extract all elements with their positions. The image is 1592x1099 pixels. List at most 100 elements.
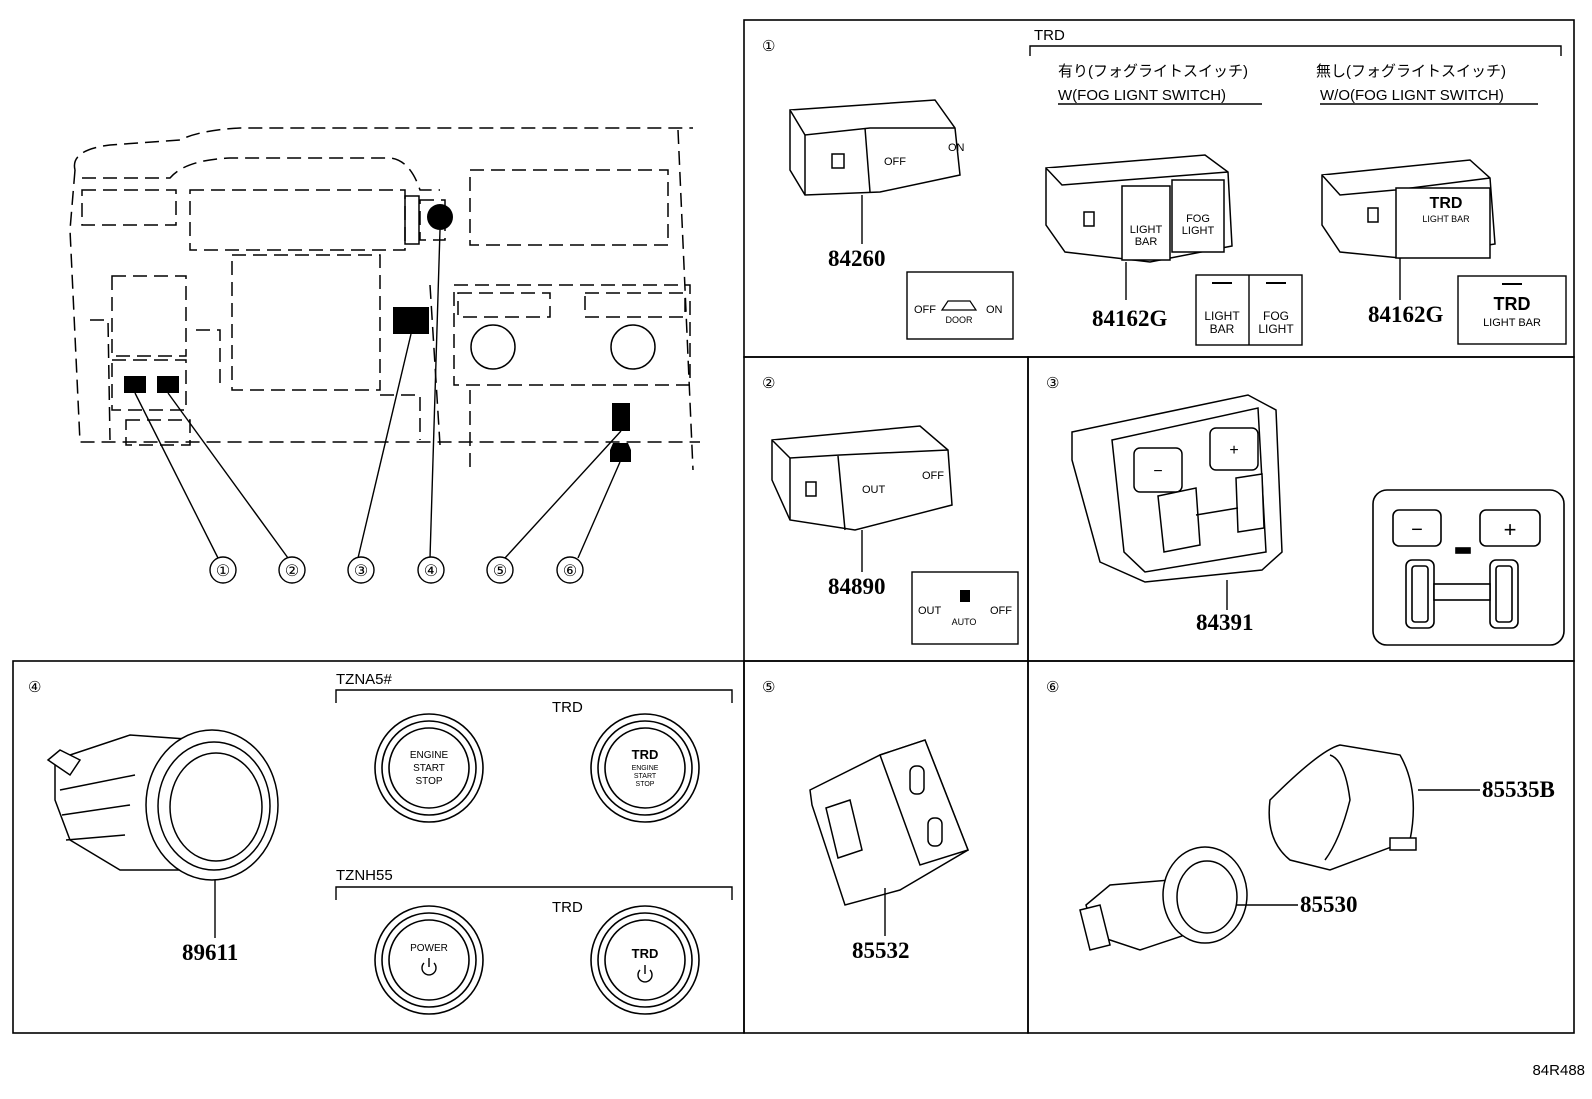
power-btn-label: POWER	[410, 943, 448, 954]
push-start-switch-drawing	[46, 729, 279, 881]
brake-controller-legend	[1372, 489, 1565, 646]
group-tznh55: TZNH55	[336, 867, 393, 884]
switch-84260-on: ON	[948, 142, 965, 154]
marker-5[interactable]	[612, 403, 630, 431]
legend-trd-lightbar: LIGHT BAR	[1483, 317, 1541, 329]
fog-switch-lightbar-1: LIGHT	[1130, 224, 1163, 236]
part-number-85530[interactable]: 85530	[1300, 892, 1358, 917]
lightbar-fog-legend	[1195, 274, 1303, 346]
fog-switch-fog-1: FOG	[1186, 213, 1210, 225]
door-legend-label: DOOR	[946, 315, 974, 325]
panel-1-group-label: TRD	[1034, 27, 1065, 44]
callout-4-label: ④	[424, 563, 438, 580]
panel-4-number: ④	[28, 679, 41, 696]
fog-switch-lightbar-2: BAR	[1135, 236, 1158, 248]
legend-lightbar-2: BAR	[1210, 322, 1235, 336]
legend-off: OFF	[990, 605, 1012, 617]
legend-plus: +	[1504, 517, 1517, 542]
callout-6[interactable]	[556, 556, 584, 584]
callout-3-label: ③	[354, 563, 368, 580]
drawing-code: 84R488	[1532, 1062, 1585, 1079]
dashboard-overview	[69, 127, 700, 471]
panel-5-number: ⑤	[762, 679, 775, 696]
switch-84391-drawing	[1071, 394, 1283, 583]
door-legend-off: OFF	[914, 304, 936, 316]
panel-frames	[12, 19, 1575, 1034]
step-switch-legend	[911, 571, 1019, 645]
trd-engine-start-button	[590, 713, 700, 823]
socket-cap-drawing	[1268, 744, 1417, 871]
part-number-84162g-trd[interactable]: 84162G	[1368, 302, 1444, 327]
group-tzna5-trd: TRD	[552, 699, 583, 716]
trd-power-logo: TRD	[632, 946, 659, 961]
callout-5[interactable]	[486, 556, 514, 584]
step-icon	[960, 590, 970, 602]
with-fog-en: W(FOG LIGNT SWITCH)	[1058, 87, 1226, 104]
switch-84260-drawing	[789, 99, 961, 196]
switch-84260-off: OFF	[884, 156, 906, 168]
dashboard-leaders	[134, 229, 622, 559]
legend-out: OUT	[918, 605, 942, 617]
part-number-84391[interactable]: 84391	[1196, 610, 1254, 635]
legend-lightbar-1: LIGHT	[1204, 309, 1240, 323]
callout-6-label: ⑥	[563, 563, 577, 580]
part-number-84162g-fog[interactable]: 84162G	[1092, 306, 1168, 331]
engine-btn-line2: START	[413, 763, 445, 774]
callout-2[interactable]	[278, 556, 306, 584]
callout-1-label: ①	[216, 563, 230, 580]
trd-power-icon	[637, 965, 653, 983]
marker-6[interactable]	[610, 443, 631, 462]
group-tznh55-trd: TRD	[552, 899, 583, 916]
dashboard-callouts	[209, 556, 584, 584]
marker-4[interactable]	[427, 204, 453, 230]
without-fog-jp: 無し(フォグライトスイッチ)	[1316, 63, 1506, 80]
part-number-85535b[interactable]: 85535B	[1482, 777, 1555, 802]
callout-4[interactable]	[417, 556, 445, 584]
fog-switch-fog-2: LIGHT	[1182, 225, 1215, 237]
door-icon	[940, 300, 978, 311]
part-number-89611[interactable]: 89611	[182, 940, 238, 965]
panel-2-number: ②	[762, 375, 775, 392]
panel-4-brackets	[335, 689, 733, 900]
trd-lightbar-legend	[1457, 275, 1567, 345]
part-number-84890[interactable]: 84890	[828, 574, 886, 599]
part-number-85532[interactable]: 85532	[852, 938, 910, 963]
part-number-84260[interactable]: 84260	[828, 246, 886, 271]
marker-3[interactable]	[393, 307, 429, 334]
trd-power-button	[590, 905, 700, 1015]
dashboard-switch-markers	[124, 204, 631, 462]
switch-84162g-trd-drawing	[1321, 159, 1496, 259]
group-tzna5: TZNA5#	[336, 671, 393, 688]
panel-6-frame	[1027, 660, 1575, 1034]
callout-1[interactable]	[209, 556, 237, 584]
ctrl-minus: −	[1153, 463, 1162, 480]
ctrl-plus: +	[1229, 442, 1238, 459]
panel-3-number: ③	[1046, 375, 1059, 392]
door-switch-legend	[906, 271, 1014, 340]
with-fog-jp: 有り(フォグライトスイッチ)	[1058, 63, 1248, 80]
engine-start-button	[374, 713, 484, 823]
without-fog-en: W/O(FOG LIGNT SWITCH)	[1320, 87, 1504, 104]
trd-switch-logo: TRD	[1430, 195, 1463, 212]
usb-port-drawing	[809, 739, 969, 906]
marker-1[interactable]	[124, 376, 146, 393]
switch-84890-out: OUT	[862, 484, 886, 496]
marker-2[interactable]	[157, 376, 179, 393]
legend-fog-2: LIGHT	[1258, 322, 1294, 336]
dashboard-solid-details	[404, 195, 656, 370]
switch-84890-drawing	[771, 425, 953, 531]
callout-3[interactable]	[347, 556, 375, 584]
panel-1-brackets	[1029, 45, 1562, 105]
trd-engine-line1: ENGINE	[632, 765, 659, 772]
switch-84890-off: OFF	[922, 470, 944, 482]
engine-btn-line3: STOP	[415, 776, 442, 787]
trd-switch-lightbar: LIGHT BAR	[1422, 214, 1470, 224]
callout-5-label: ⑤	[493, 563, 507, 580]
callout-2-label: ②	[285, 563, 299, 580]
trd-engine-logo: TRD	[632, 747, 659, 762]
trd-engine-line2: START	[634, 773, 657, 780]
trd-engine-line3: STOP	[636, 781, 655, 788]
legend-fog-1: FOG	[1263, 309, 1289, 323]
panel-6-number: ⑥	[1046, 679, 1059, 696]
